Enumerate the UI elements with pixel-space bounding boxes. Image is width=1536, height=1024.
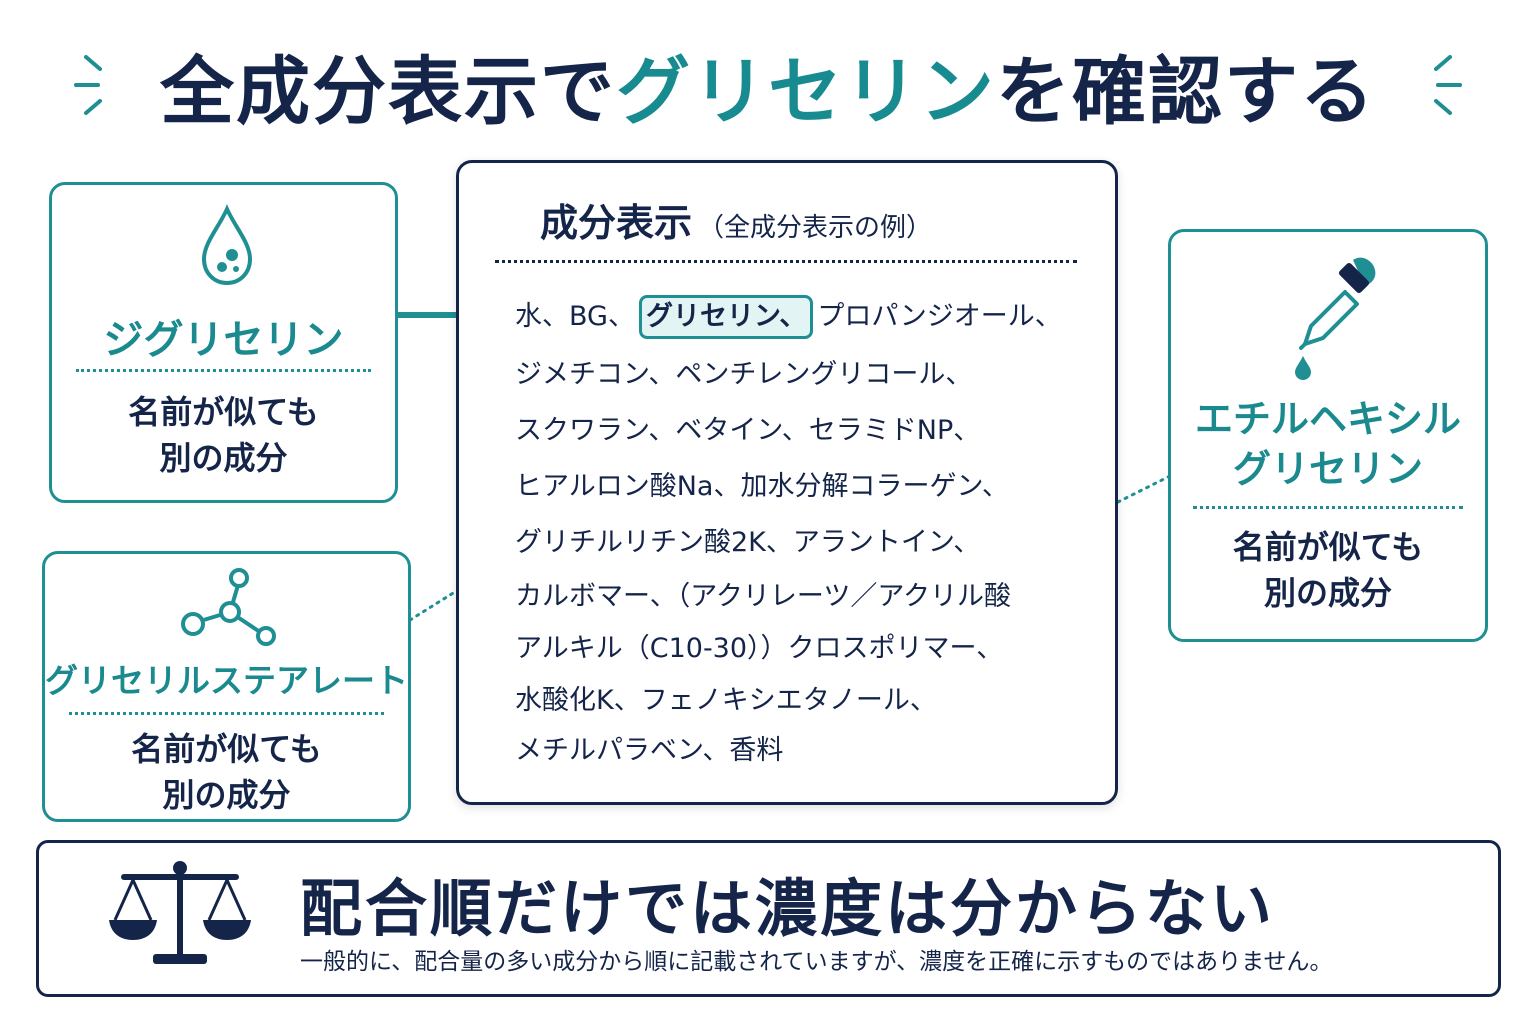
title-part2: を確認する xyxy=(996,48,1376,135)
ingredient-line: スクワラン、ベタイン、セラミドNP、 xyxy=(515,415,981,446)
ingredient-line: 水酸化K、フェノキシエタノール、 xyxy=(515,685,937,716)
ingredient-line: グリチルリチン酸2K、アラントイン、 xyxy=(515,527,981,558)
card-ethylhexylglycerin-name-line1: エチルヘキシル xyxy=(1194,397,1461,441)
ingredient-line: メチルパラベン、香料 xyxy=(515,735,784,766)
ingredient-line: アルキル（C10-30））クロスポリマー、 xyxy=(515,633,1004,664)
ingredient-line: カルボマー、（アクリレーツ／アクリル酸 xyxy=(515,581,1011,612)
card-diglycerin-separator xyxy=(76,369,371,372)
card-ethylhexylglycerin-note: 名前が似ても 別の成分 xyxy=(1171,524,1485,616)
card-glyceryl-stearate-separator xyxy=(69,712,384,715)
card-glyceryl-stearate-note: 名前が似ても 別の成分 xyxy=(45,726,408,818)
card-glyceryl-stearate-note-line1: 名前が似ても xyxy=(131,730,322,768)
ingredients-box-separator xyxy=(495,260,1077,263)
card-ethylhexylglycerin-note-line2: 別の成分 xyxy=(1263,574,1392,612)
ingredient-line-1-after: プロパンジオール、 xyxy=(817,301,1062,332)
title-part1: 全成分表示で xyxy=(160,48,616,135)
highlighted-glycerin: グリセリン、 xyxy=(638,295,814,339)
card-glyceryl-stearate: グリセリルステアレート 名前が似ても 別の成分 xyxy=(42,551,411,822)
scale-icon xyxy=(109,861,251,964)
droplet-icon xyxy=(201,204,253,286)
left-spark-icon xyxy=(74,55,102,115)
ingredients-box-subtitle: （全成分表示の例） xyxy=(698,213,933,243)
card-diglycerin-name: ジグリセリン xyxy=(103,317,344,363)
card-glyceryl-stearate-name: グリセリルステアレート xyxy=(45,661,408,700)
card-diglycerin-note-line1: 名前が似ても xyxy=(128,393,319,431)
ingredient-line: ヒアルロン酸Na、加水分解コラーゲン、 xyxy=(515,471,1009,502)
card-ethylhexylglycerin-separator xyxy=(1193,506,1463,509)
title-accent: グリセリン xyxy=(616,48,996,135)
ingredient-line: ジメチコン、ペンチレングリコール、 xyxy=(515,359,973,390)
card-diglycerin: ジグリセリン 名前が似ても 別の成分 xyxy=(49,182,398,503)
card-diglycerin-note-line2: 別の成分 xyxy=(159,439,288,477)
dropper-icon xyxy=(1295,257,1376,380)
ingredient-line-1: 水、BG、グリセリン、プロパンジオール、 xyxy=(515,295,1062,339)
right-spark-icon xyxy=(1434,55,1462,115)
bottom-notice-box xyxy=(36,840,1501,997)
card-ethylhexylglycerin-name: エチルヘキシル グリセリン xyxy=(1171,394,1485,494)
card-ethylhexylglycerin-note-line1: 名前が似ても xyxy=(1232,528,1424,566)
molecule-icon xyxy=(181,568,276,646)
ingredients-box-title: 成分表示（全成分表示の例） xyxy=(540,192,932,247)
card-glyceryl-stearate-note-line2: 別の成分 xyxy=(162,776,291,814)
page-title: 全成分表示で グリセリン を確認する xyxy=(0,30,1536,140)
bottom-heading: 配合順だけでは濃度は分からない xyxy=(300,872,1276,945)
ethylhexyl-dotted-connector xyxy=(1116,474,1172,504)
card-ethylhexylglycerin-name-line2: グリセリン xyxy=(1232,447,1423,491)
stearate-dotted-connector xyxy=(408,588,460,622)
bottom-note: 一般的に、配合量の多い成分から順に記載されていますが、濃度を正確に示すものではあ… xyxy=(300,949,1333,975)
card-ethylhexylglycerin: エチルヘキシル グリセリン 名前が似ても 別の成分 xyxy=(1168,229,1488,642)
card-diglycerin-note: 名前が似ても 別の成分 xyxy=(52,389,395,481)
ingredient-line-1-before: 水、BG、 xyxy=(515,301,635,332)
ingredients-box xyxy=(456,160,1118,805)
ingredients-box-title-main: 成分表示 xyxy=(540,201,693,245)
